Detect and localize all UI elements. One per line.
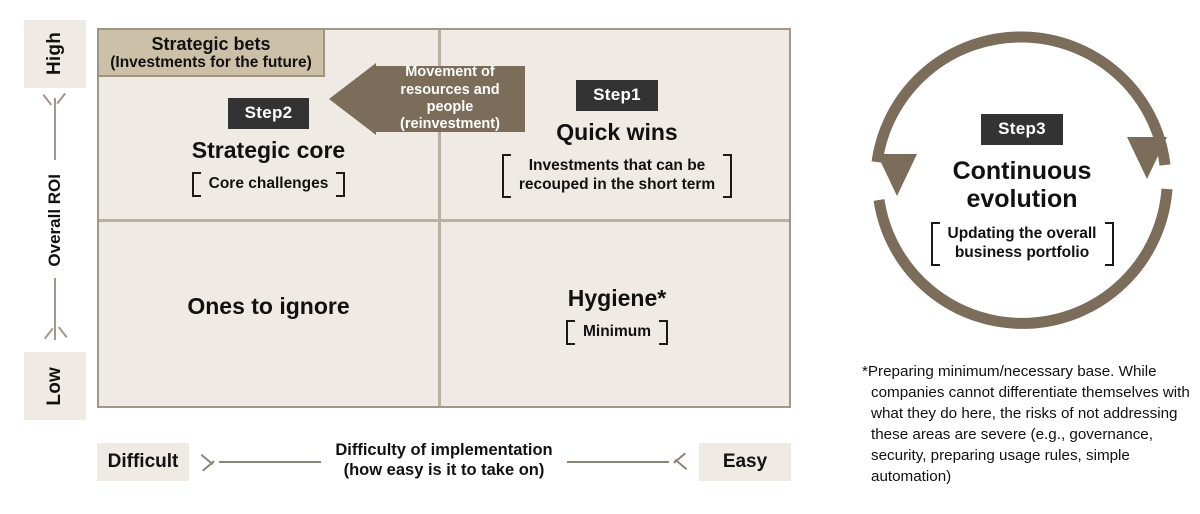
step-badge-2: Step2 xyxy=(227,98,310,129)
strategic-bets-band[interactable]: Strategic bets (Investments for the futu… xyxy=(97,28,325,77)
quadrant-title-hygiene: Hygiene* xyxy=(567,285,667,311)
x-axis-title-line1: Difficulty of implementation xyxy=(335,441,553,459)
cycle-ring xyxy=(871,31,1173,329)
cycle-arrow-down-icon xyxy=(1127,137,1167,179)
arrow-left-icon xyxy=(200,454,218,472)
x-axis-title: Difficulty of implementation (how easy i… xyxy=(247,441,641,481)
movement-line3: (reinvestment) xyxy=(400,116,500,133)
quadrant-title-strategic-core: Strategic core xyxy=(191,137,346,163)
quadrant-hygiene[interactable]: Hygiene* Minimum xyxy=(441,222,793,410)
y-axis-high-text: High xyxy=(44,32,65,76)
arrow-left-block-icon: Movement of resources and people (reinve… xyxy=(329,63,525,135)
x-axis-right-shaft xyxy=(567,461,669,463)
y-axis-high-label: High xyxy=(24,20,86,88)
continuous-evolution-cycle[interactable]: Step3 Continuous evolution Updating the … xyxy=(862,22,1182,342)
cycle-title-line1: Continuous xyxy=(952,157,1092,185)
y-axis-low-text: Low xyxy=(44,366,65,406)
quadrant-strategic-core[interactable]: Step2 Strategic core Core challenges xyxy=(99,30,438,219)
quick-wins-bracket-line2: recouped in the short term xyxy=(518,175,716,193)
x-axis: Difficult Difficulty of implementation (… xyxy=(97,441,791,487)
y-axis-title-text: Overall ROI xyxy=(45,173,64,267)
x-axis-easy-text: Easy xyxy=(722,451,768,472)
cycle-arc-left xyxy=(871,31,1023,163)
matrix-vertical-divider xyxy=(438,30,441,406)
quadrant-title-quick-wins: Quick wins xyxy=(556,119,678,145)
cycle-content: Step3 Continuous evolution Updating the … xyxy=(862,114,1182,266)
step-badge-3: Step3 xyxy=(981,114,1063,145)
x-axis-difficult-label: Difficult xyxy=(97,443,189,481)
quick-wins-bracket-line1: Investments that can be xyxy=(528,156,706,174)
x-axis-difficult-text: Difficult xyxy=(107,451,179,472)
cycle-title: Continuous evolution xyxy=(953,157,1092,213)
strategic-bets-subtitle: (Investments for the future) xyxy=(110,53,312,71)
cycle-arrow-up-icon xyxy=(877,154,917,196)
step-badge-1: Step1 xyxy=(576,80,658,111)
quadrant-bracket-core-challenges: Core challenges xyxy=(191,171,346,197)
cycle-bracket-line1: Updating the overall xyxy=(947,225,1097,242)
y-axis-down-shaft xyxy=(54,278,56,340)
quadrant-bracket-quick-wins: Investments that can be recouped in the … xyxy=(501,153,733,198)
y-axis-up-shaft xyxy=(54,98,56,160)
movement-line2: resources and people xyxy=(400,81,500,115)
quadrant-bracket-minimum: Minimum xyxy=(565,319,669,345)
cycle-arc-bottom xyxy=(873,188,1173,329)
quadrant-quick-wins[interactable]: Step1 Quick wins Investments that can be… xyxy=(441,30,793,219)
cycle-bracket: Updating the overall business portfolio xyxy=(930,222,1114,266)
x-axis-title-line2: (how easy is it to take on) xyxy=(343,460,545,479)
cycle-bracket-line2: business portfolio xyxy=(954,243,1090,261)
movement-line1: Movement of xyxy=(405,64,495,81)
arrow-right-icon xyxy=(670,452,688,470)
y-axis: High Overall ROI Low xyxy=(24,20,86,420)
y-axis-low-label: Low xyxy=(24,352,86,420)
strategic-bets-title: Strategic bets xyxy=(151,33,271,54)
footnote-text: *Preparing minimum/necessary base. While… xyxy=(862,363,1190,485)
cycle-title-line2: evolution xyxy=(966,185,1078,213)
quadrant-title-ones-to-ignore: Ones to ignore xyxy=(187,293,350,319)
x-axis-easy-label: Easy xyxy=(699,443,791,481)
quadrant-ones-to-ignore[interactable]: Ones to ignore xyxy=(99,222,438,410)
y-axis-title: Overall ROI xyxy=(24,170,86,270)
movement-arrow-head xyxy=(329,63,376,135)
x-axis-left-shaft xyxy=(219,461,321,463)
matrix-horizontal-divider xyxy=(99,219,789,222)
movement-arrow-label: Movement of resources and people (reinve… xyxy=(375,64,525,133)
